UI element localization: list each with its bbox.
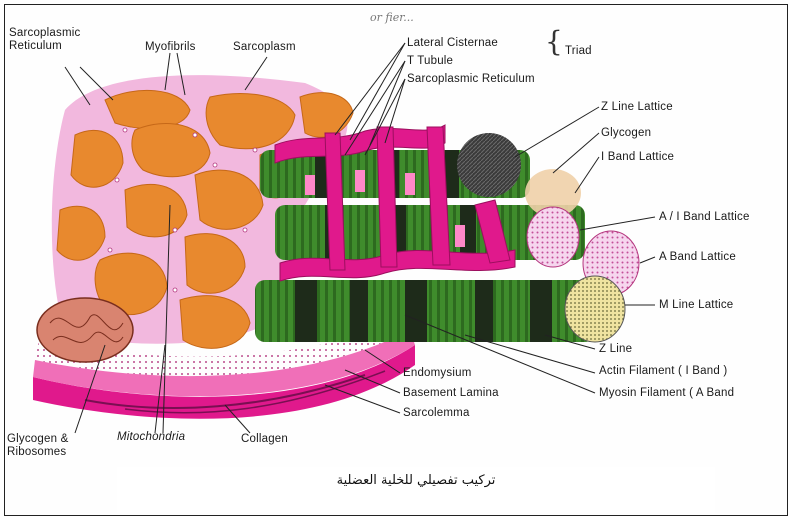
- ai-band-lattice-cap: [527, 207, 579, 267]
- glycogen-label: Glycogen: [601, 127, 651, 140]
- ai-band-lattice-label: A / I Band Lattice: [659, 211, 750, 224]
- triad-brace: {: [545, 25, 563, 58]
- sarcoplasmic-reticulum-label: Sarcoplasmic Reticulum: [9, 27, 119, 53]
- myofibrils-label: Myofibrils: [145, 41, 196, 54]
- figure-caption: تركيب تفصيلي للخلية العضلية: [117, 473, 715, 488]
- triad-label: Triad: [565, 45, 592, 58]
- sarcolemma-label: Sarcolemma: [403, 407, 470, 420]
- collagen-label: Collagen: [241, 433, 288, 446]
- z-line-lattice-cap: [457, 133, 521, 197]
- a-band-lattice-label: A Band Lattice: [659, 251, 736, 264]
- pen-mark: or fier...: [370, 11, 414, 24]
- mitochondria-label: Mitochondria: [117, 431, 185, 444]
- sarcoplasmic-reticulum-top-label: Sarcoplasmic Reticulum: [407, 73, 535, 86]
- m-line-lattice-cap: [565, 276, 625, 342]
- basement-lamina-label: Basement Lamina: [403, 387, 499, 400]
- z-line-lattice-label: Z Line Lattice: [601, 101, 673, 114]
- sarcoplasm-label: Sarcoplasm: [233, 41, 296, 54]
- z-line-label: Z Line: [599, 343, 632, 356]
- m-line-lattice-label: M Line Lattice: [659, 299, 733, 312]
- lateral-cisternae-label: Lateral Cisternae: [407, 37, 498, 50]
- figure-frame: { or fier... Sarcoplasmic Reticulum Myof…: [4, 4, 788, 516]
- caption-box: تركيب تفصيلي للخلية العضلية: [117, 467, 715, 513]
- glycogen-ribosomes-label: Glycogen & Ribosomes: [7, 433, 79, 459]
- i-band-lattice-label: I Band Lattice: [601, 151, 674, 164]
- mitochondrion: [37, 298, 133, 362]
- t-tubule-label: T Tubule: [407, 55, 453, 68]
- myosin-filament-label: Myosin Filament ( A Band: [599, 387, 734, 400]
- endomysium-label: Endomysium: [403, 367, 471, 380]
- actin-filament-label: Actin Filament ( I Band ): [599, 365, 727, 378]
